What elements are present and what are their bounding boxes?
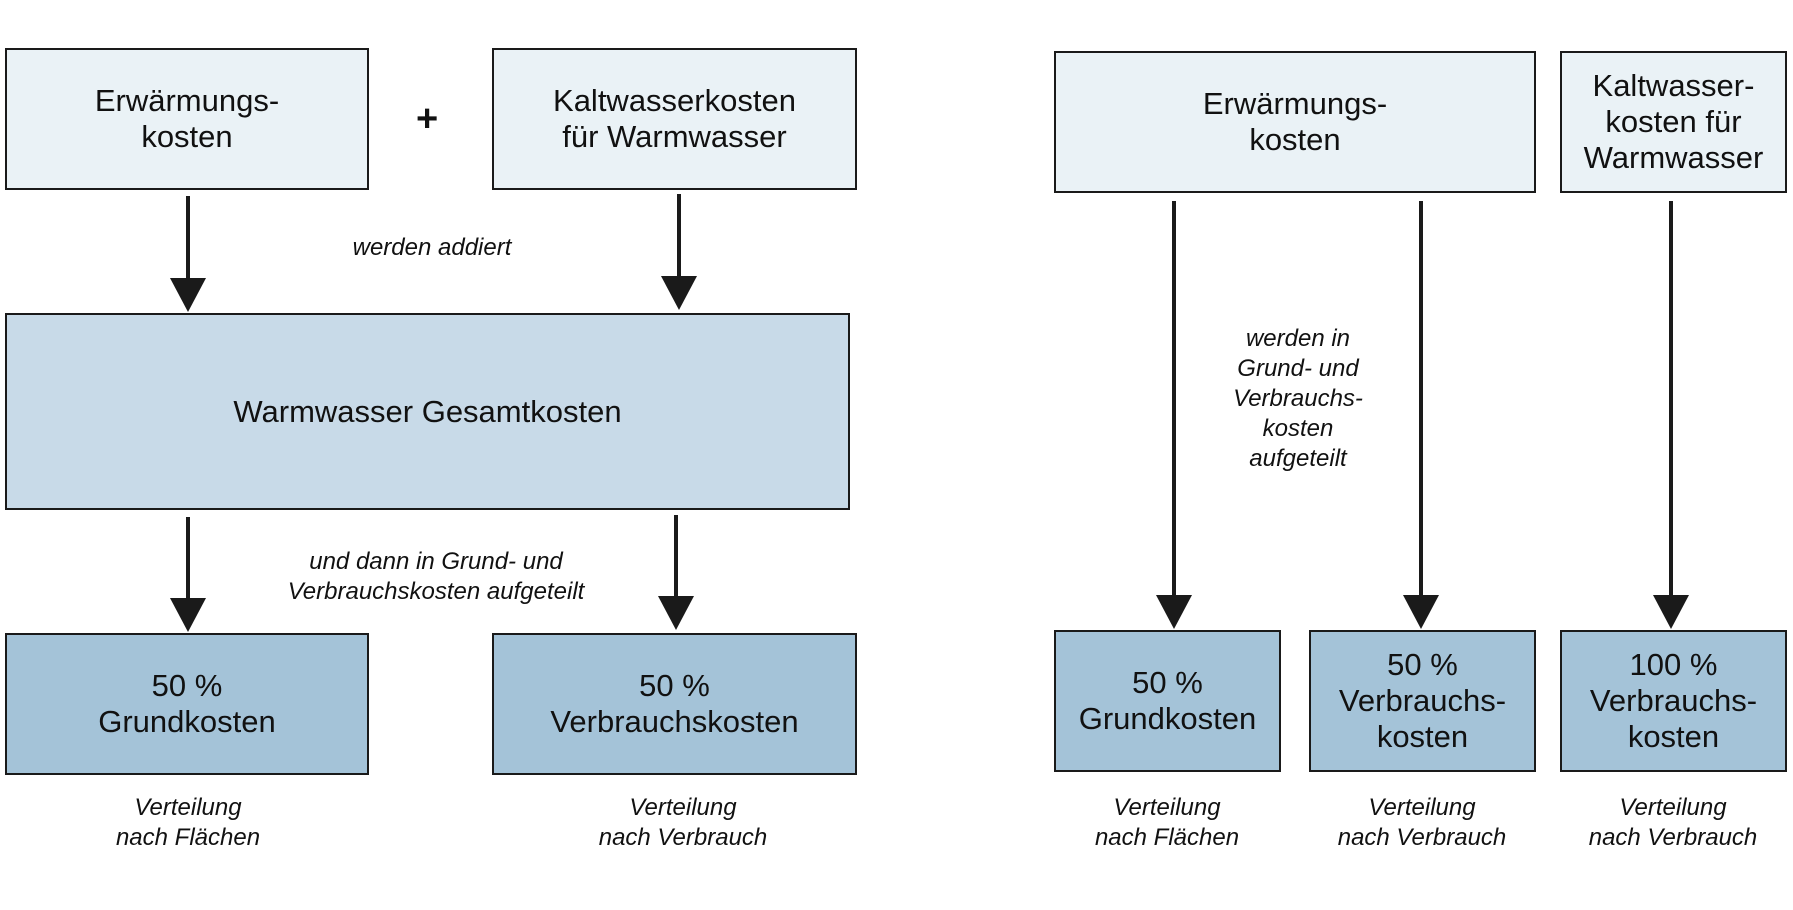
consumption-costs-percent: 50 % [639, 668, 710, 703]
heating-costs-line-1: Erwärmungs- [94, 83, 280, 118]
right-cold-water-line-1: Kaltwasser- [1592, 68, 1755, 103]
split-note-line-2: Verbrauchskosten aufgeteilt [287, 578, 585, 605]
right-base-costs-box: 50 % Grundkosten [1054, 630, 1281, 772]
cold-water-costs-line-1: Kaltwasserkosten [553, 83, 796, 118]
base-costs-box: 50 % Grundkosten [5, 633, 369, 775]
right-base-costs-percent: 50 % [1132, 665, 1203, 700]
right-distribution-consumption-note: Verteilung nach Verbrauch [1337, 794, 1507, 851]
plus-sign: + [416, 98, 439, 140]
right-heating-costs-box: Erwärmungs- kosten [1054, 51, 1536, 193]
consumption-costs-box: 50 % Verbrauchskosten [492, 633, 857, 775]
total-costs-box: Warmwasser Gesamtkosten [5, 313, 850, 510]
right-split-note: werden in Grund- und Verbrauchs- kosten … [1233, 325, 1363, 472]
base-costs-percent: 50 % [151, 668, 223, 703]
cold-water-costs-box: Kaltwasserkosten für Warmwasser [492, 48, 857, 190]
right-cold-water-line-2: kosten für [1605, 104, 1742, 139]
right-heating-costs-line-2: kosten [1249, 122, 1341, 157]
right-consumption-percent: 50 % [1387, 647, 1458, 682]
right-full-consumption-costs-box: 100 % Verbrauchs- kosten [1560, 630, 1787, 772]
right-consumption-line-1: Verbrauchs- [1338, 683, 1507, 718]
split-note-line-1: und dann in Grund- und [309, 548, 563, 575]
right-full-consumption-percent: 100 % [1629, 647, 1718, 682]
right-cold-water-line-3: Warmwasser [1583, 140, 1764, 175]
split-note: und dann in Grund- und Verbrauchskosten … [236, 547, 636, 607]
right-cold-water-costs-box: Kaltwasser- kosten für Warmwasser [1560, 51, 1787, 193]
added-note: werden addiert [352, 234, 512, 261]
base-costs-label: Grundkosten [98, 704, 276, 739]
right-base-costs-label: Grundkosten [1078, 701, 1257, 736]
distribution-area-note: Verteilung nach Flächen [115, 794, 261, 851]
consumption-costs-label: Verbrauchskosten [550, 704, 799, 739]
right-full-consumption-line-2: kosten [1627, 719, 1720, 754]
distribution-consumption-note: Verteilung nach Verbrauch [598, 794, 768, 851]
heating-costs-box: Erwärmungs- kosten [5, 48, 369, 190]
cold-water-costs-line-2: für Warmwasser [562, 119, 787, 154]
right-heating-costs-line-1: Erwärmungs- [1202, 86, 1388, 121]
right-full-consumption-line-1: Verbrauchs- [1589, 683, 1758, 718]
right-consumption-costs-box: 50 % Verbrauchs- kosten [1309, 630, 1536, 772]
right-consumption-line-2: kosten [1376, 719, 1469, 754]
right-distribution-area-note: Verteilung nach Flächen [1094, 794, 1240, 851]
heating-costs-line-2: kosten [141, 119, 233, 154]
right-distribution-consumption-note-2: Verteilung nach Verbrauch [1588, 794, 1758, 851]
total-costs-label: Warmwasser Gesamtkosten [233, 393, 622, 429]
